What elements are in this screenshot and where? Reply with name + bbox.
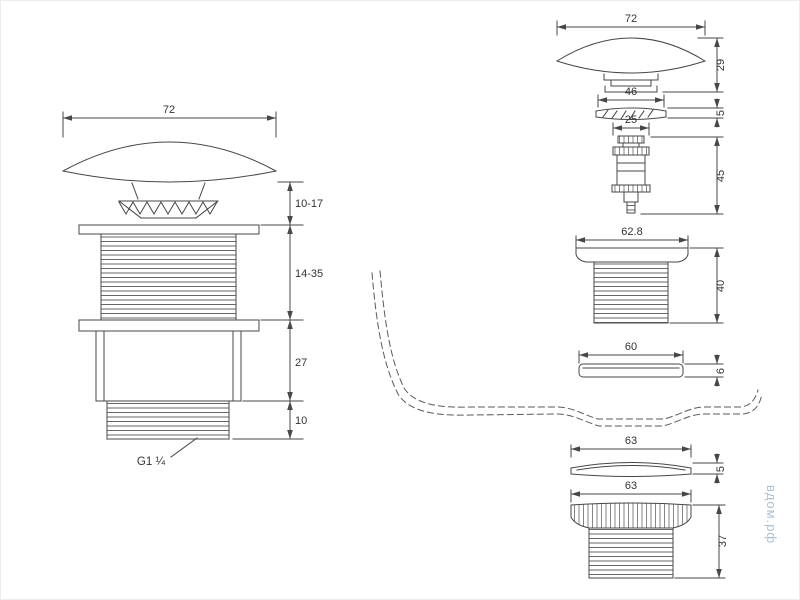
part-seal-ring	[595, 94, 724, 128]
height-seg4-label: 10	[295, 415, 307, 427]
assembled-view: 72	[62, 104, 323, 468]
lower-body	[95, 330, 242, 402]
height-dimension-chain	[232, 181, 304, 440]
height-seg2-label: 14-35	[295, 268, 323, 280]
washer-width-label: 60	[625, 341, 637, 353]
part-body	[575, 235, 724, 324]
body-width-label: 62.8	[621, 226, 642, 238]
body-height-label: 40	[715, 280, 727, 292]
ring-height-label: 5	[715, 110, 727, 116]
part-washer	[578, 350, 724, 387]
part-tailpiece	[570, 489, 726, 579]
tailpiece-height-label: 37	[717, 535, 729, 547]
washer-height-label: 6	[715, 368, 727, 374]
mechanism-height-label: 45	[715, 170, 727, 182]
exploded-view: 72 29 46 5	[371, 13, 763, 579]
cap-outline	[62, 141, 277, 183]
seal-cone	[118, 182, 219, 219]
site-watermark: вдом.рф	[764, 485, 779, 544]
mid-flange	[78, 319, 260, 332]
assembled-width-label: 72	[163, 104, 175, 116]
height-seg3-label: 27	[295, 357, 307, 369]
thread-size-label: G1 ¼	[137, 456, 166, 468]
assembled-width-dimension	[62, 111, 277, 138]
upper-threaded-body	[100, 233, 237, 321]
mechanism-width-label: 25	[625, 114, 637, 126]
gasket-height-label: 5	[715, 466, 727, 472]
ring-width-label: 46	[625, 86, 637, 98]
height-seg1-label: 10-17	[295, 198, 323, 210]
bottom-threads	[106, 400, 230, 440]
sink-cross-section-outline	[371, 270, 763, 427]
part-cap	[556, 20, 724, 93]
gasket-width-label: 63	[625, 435, 637, 447]
part-gasket	[570, 444, 724, 484]
thread-size-callout	[170, 437, 198, 458]
cap-height-label: 29	[715, 59, 727, 71]
upper-flange	[78, 224, 260, 235]
tailpiece-width-label: 63	[625, 480, 637, 492]
part-mechanism	[611, 122, 724, 215]
cap-width-label: 72	[625, 13, 637, 25]
